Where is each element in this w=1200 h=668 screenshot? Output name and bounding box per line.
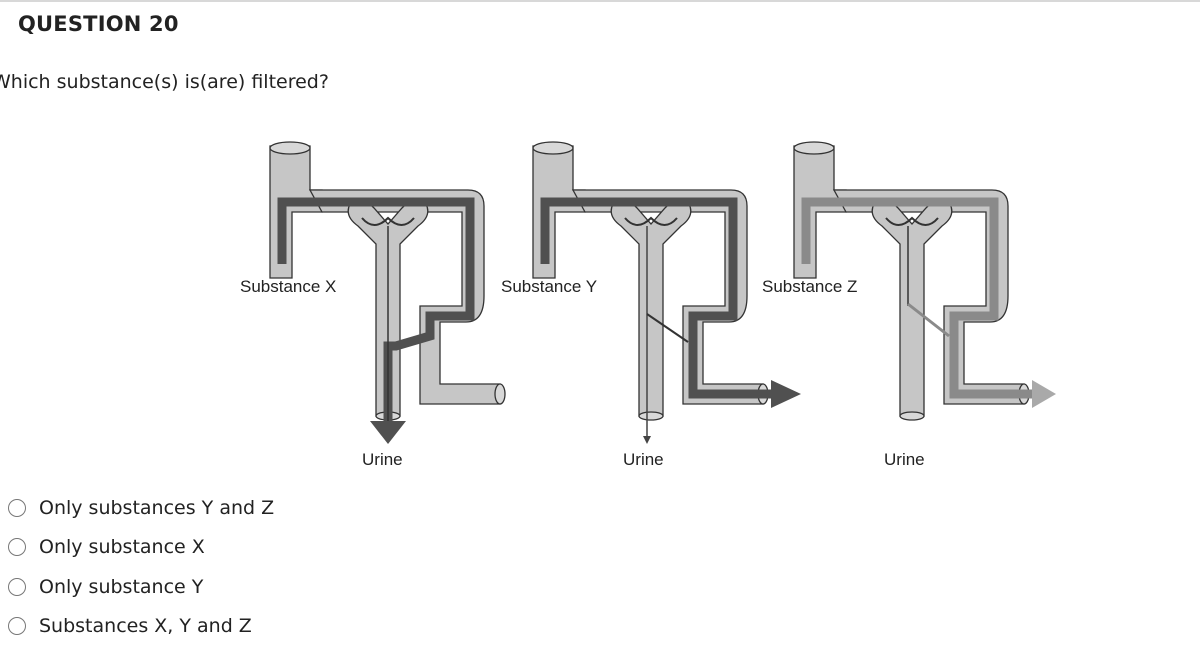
answer-options: Only substances Y and Z Only substance X…: [8, 488, 274, 646]
answer-label: Only substance X: [39, 536, 205, 559]
substance-z-label: Substance Z: [762, 277, 857, 296]
answer-label: Only substances Y and Z: [39, 496, 275, 519]
flow-arrow-y: [771, 380, 801, 408]
urine-label-x: Urine: [362, 450, 403, 469]
radio-button[interactable]: [8, 577, 26, 596]
answer-option[interactable]: Only substance X: [8, 528, 274, 568]
substance-y-label: Substance Y: [501, 277, 597, 296]
urine-arrow-x: [370, 421, 406, 444]
urine-label-z: Urine: [884, 450, 925, 469]
answer-option[interactable]: Substances X, Y and Z: [8, 607, 274, 647]
top-divider: [0, 0, 1200, 2]
nephron-diagram: Substance X Substance Y Substance Z Urin…: [240, 141, 1056, 469]
answer-option[interactable]: Only substances Y and Z: [8, 488, 274, 528]
panel-substance-x: [269, 141, 506, 444]
question-title: QUESTION 20: [18, 12, 179, 36]
question-text: Which substance(s) is(are) filtered?: [0, 71, 329, 93]
panel-substance-z: [793, 141, 1056, 421]
radio-button[interactable]: [8, 498, 26, 517]
panel-substance-y: [532, 141, 801, 444]
radio-button[interactable]: [8, 617, 26, 636]
substance-x-label: Substance X: [240, 277, 336, 296]
flow-arrow-z: [1032, 380, 1056, 408]
answer-label: Substances X, Y and Z: [39, 615, 252, 638]
radio-button[interactable]: [8, 538, 26, 557]
answer-option[interactable]: Only substance Y: [8, 567, 274, 607]
urine-label-y: Urine: [623, 450, 664, 469]
answer-label: Only substance Y: [39, 575, 204, 598]
